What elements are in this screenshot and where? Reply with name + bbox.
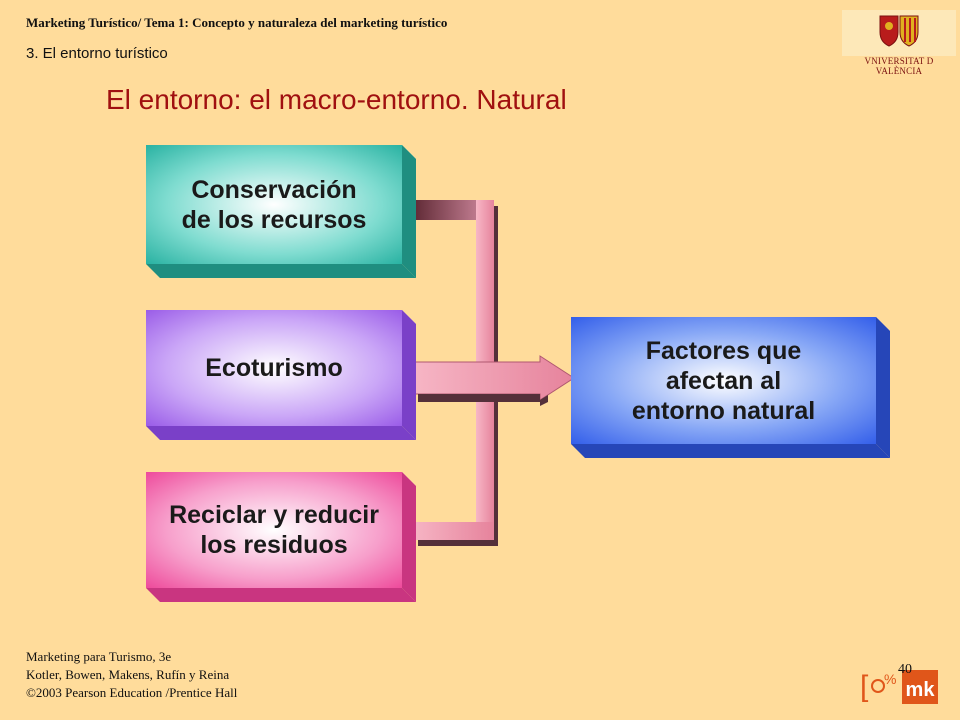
footer-line-2: Kotler, Bowen, Makens, Rufín y Reina (26, 667, 230, 682)
section-heading: 3. El entorno turístico (26, 45, 168, 62)
box-ecoturismo (146, 310, 416, 440)
label-ecoturismo: Ecoturismo (205, 354, 343, 382)
connector-arrow-shadow (418, 394, 548, 406)
connector-arrow (409, 355, 575, 401)
university-logo-text: VNIVERSITAT D VALÈNCIA (864, 56, 934, 76)
connector-bar-top (410, 200, 494, 220)
page-number: 40 (898, 662, 912, 677)
label-factores: Factores que afectan al entorno natural (631, 336, 816, 425)
svg-text:%: % (884, 671, 896, 687)
university-logo: VNIVERSITAT D VALÈNCIA (842, 10, 956, 76)
label-conservacion: Conservación de los recursos (181, 175, 367, 234)
svg-text:[: [ (860, 670, 869, 703)
mk-logo-text: mk (906, 679, 936, 701)
footer-line-3: ©2003 Pearson Education /Prentice Hall (26, 685, 238, 700)
mk-logo: mk [ % (856, 662, 940, 706)
slide-title: El entorno: el macro-entorno. Natural (106, 84, 567, 115)
box-conservacion (146, 145, 416, 278)
box-factores (571, 317, 890, 458)
course-header: Marketing Turístico/ Tema 1: Concepto y … (26, 15, 448, 30)
footer-credits: Marketing para Turismo, 3e Kotler, Bowen… (26, 648, 237, 702)
connector-bar-bottom (410, 522, 494, 540)
footer-line-1: Marketing para Turismo, 3e (26, 649, 172, 664)
box-reciclar (146, 472, 416, 602)
label-reciclar: Reciclar y reducir los residuos (169, 501, 379, 559)
